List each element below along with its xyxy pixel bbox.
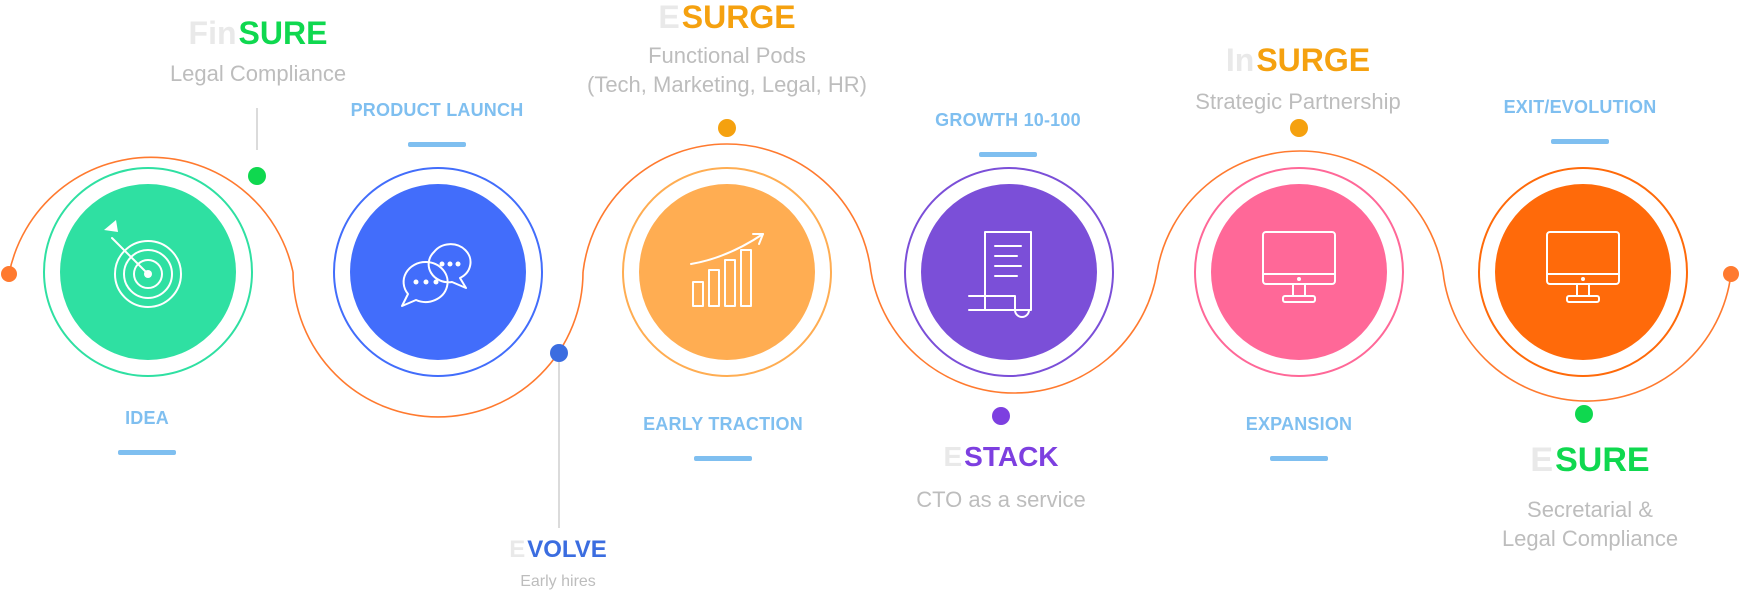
service-prefix: E xyxy=(658,0,680,35)
service-subtitle-6: Secretarial & Legal Compliance xyxy=(1502,496,1678,553)
monitor-icon xyxy=(1546,231,1620,303)
service-subtitle-line: Early hires xyxy=(520,573,596,590)
stage-label-6: EXIT/EVOLUTION xyxy=(1503,97,1657,117)
service-prefix: Fin xyxy=(188,15,237,51)
step-node-6 xyxy=(1478,167,1688,377)
service-subtitle-line: Functional Pods xyxy=(648,43,806,68)
service-prefix: In xyxy=(1225,42,1255,78)
wave-arc-1 xyxy=(8,156,294,275)
service-name: SURGE xyxy=(681,0,796,35)
stage-underline-3 xyxy=(694,456,752,461)
step-node-4 xyxy=(904,167,1114,377)
service-prefix: E xyxy=(1530,441,1554,479)
wave-arc-6 xyxy=(1442,271,1732,402)
stage-underline-5 xyxy=(1270,456,1328,461)
callout-dot-2 xyxy=(550,344,568,362)
service-subtitle-5: Strategic Partnership xyxy=(1195,88,1400,117)
service-name: SURGE xyxy=(1256,42,1371,78)
service-prefix: E xyxy=(943,441,963,472)
callout-dot-3 xyxy=(718,119,736,137)
service-subtitle-line: Secretarial & xyxy=(1527,497,1653,522)
service-subtitle-line: CTO as a service xyxy=(916,487,1086,512)
service-title-4: ESTACK xyxy=(943,443,1058,471)
service-name: SURE xyxy=(238,15,328,51)
stage-label-1: IDEA xyxy=(125,408,169,428)
growth-chart-icon xyxy=(690,233,764,307)
service-subtitle-line: (Tech, Marketing, Legal, HR) xyxy=(587,71,867,97)
callout-dot-4 xyxy=(992,407,1010,425)
service-subtitle-line: Strategic Partnership xyxy=(1195,89,1401,114)
wave-end-dot xyxy=(1723,266,1739,282)
callout-dot-5 xyxy=(1290,119,1308,137)
step-node-3 xyxy=(622,167,832,377)
wave-arc-4 xyxy=(870,271,1158,394)
stage-label-2: PRODUCT LAUNCH xyxy=(350,100,524,120)
service-name: STACK xyxy=(964,441,1059,472)
step-fill-6 xyxy=(1495,184,1671,360)
service-title-6: ESURE xyxy=(1530,443,1649,477)
step-fill-2 xyxy=(350,184,526,360)
service-subtitle-1: Legal Compliance xyxy=(170,60,346,89)
service-title-5: InSURGE xyxy=(1226,44,1370,76)
wave-start-dot xyxy=(1,266,17,282)
monitor-icon xyxy=(1262,231,1336,303)
callout-dot-6 xyxy=(1575,405,1593,423)
service-subtitle-line: Legal Compliance xyxy=(1501,525,1679,551)
service-name: VOLVE xyxy=(527,536,607,563)
service-name: SURE xyxy=(1555,441,1650,479)
document-scroll-icon xyxy=(968,231,1032,318)
step-node-1 xyxy=(43,167,253,377)
wave-arc-3 xyxy=(582,143,872,273)
service-subtitle-4: CTO as a service xyxy=(916,486,1086,515)
step-fill-3 xyxy=(639,184,815,360)
wave-arc-2 xyxy=(292,271,584,418)
step-fill-5 xyxy=(1211,184,1387,360)
service-title-2: EVOLVE xyxy=(509,538,607,562)
target-icon xyxy=(104,220,182,308)
step-node-5 xyxy=(1194,167,1404,377)
stage-underline-2 xyxy=(408,142,466,147)
service-subtitle-3: Functional Pods (Tech, Marketing, Legal, … xyxy=(587,42,867,99)
stage-label-3: EARLY TRACTION xyxy=(643,414,803,434)
service-subtitle-2: Early hires xyxy=(520,572,596,593)
chat-bubbles-icon xyxy=(401,243,472,307)
service-title-1: FinSURE xyxy=(189,17,328,49)
step-node-2 xyxy=(333,167,543,377)
step-fill-4 xyxy=(921,184,1097,360)
callout-dot-1 xyxy=(248,167,266,185)
service-subtitle-line: Legal Compliance xyxy=(169,61,347,86)
stage-underline-4 xyxy=(979,152,1037,157)
stage-label-4: GROWTH 10-100 xyxy=(935,110,1081,130)
stage-underline-6 xyxy=(1551,139,1609,144)
wave-arc-5 xyxy=(1156,150,1444,273)
stage-underline-1 xyxy=(118,450,176,455)
service-title-3: ESURGE xyxy=(658,1,795,33)
service-prefix: E xyxy=(509,536,526,563)
stage-label-5: EXPANSION xyxy=(1245,414,1353,434)
